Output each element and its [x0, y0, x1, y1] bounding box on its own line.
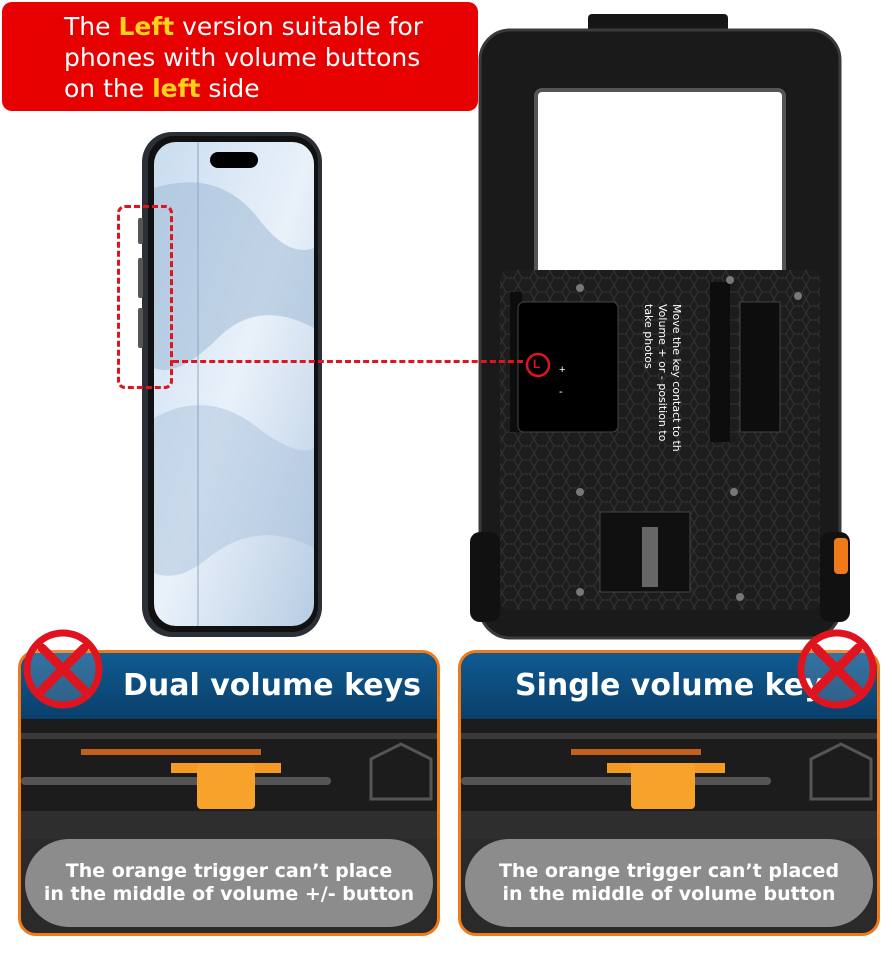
case-instruction-line-1: Move the key contact to th	[670, 304, 683, 452]
cross-circle-icon	[23, 629, 103, 709]
banner-text: version suitable for	[174, 12, 424, 41]
callout-line	[173, 360, 523, 363]
panel-caption: The orange trigger can’t place in the mi…	[25, 839, 433, 927]
banner-highlight-left: Left	[118, 12, 175, 41]
caption-line-1: The orange trigger can’t place	[65, 860, 393, 882]
case-instruction-line-2: Volume + or - position to	[656, 304, 669, 442]
banner-text: on the	[64, 74, 153, 103]
case-plus-sign: +	[559, 364, 566, 376]
panel-title: Single volume key	[515, 668, 824, 703]
banner-highlight-left: left	[152, 74, 201, 103]
caption-line-1: The orange trigger can’t placed	[498, 860, 840, 882]
panel-caption: The orange trigger can’t placed in the m…	[465, 839, 873, 927]
phone-image	[138, 128, 338, 643]
panel-dual-volume: Dual volume keys The orange trigger can’…	[18, 650, 440, 936]
title-banner: The Left version suitable for phones wit…	[2, 2, 478, 111]
volume-button-highlight	[117, 205, 173, 389]
caption-line-2: in the middle of volume +/- button	[43, 883, 415, 905]
left-marker-label: L	[533, 357, 541, 371]
banner-line-2: phones with volume buttons	[64, 43, 421, 72]
banner-line-3: on the left side	[64, 73, 478, 104]
trigger-scene	[461, 719, 877, 839]
banner-text: The	[64, 12, 119, 41]
panel-header: Dual volume keys	[21, 653, 437, 719]
banner-text: side	[200, 74, 260, 103]
case-instruction-line-3: take photos	[642, 304, 655, 369]
cross-circle-icon	[797, 629, 877, 709]
case-instruction-label: Move the key contact to th Volume + or -…	[553, 304, 693, 452]
banner-line-1: The Left version suitable for	[64, 11, 478, 42]
panel-title: Dual volume keys	[123, 668, 421, 703]
case-image: Move the key contact to th Volume + or -…	[470, 12, 850, 642]
case-minus-sign: -	[559, 386, 563, 398]
caption-line-2: in the middle of volume button	[502, 883, 836, 905]
trigger-scene	[21, 719, 437, 839]
